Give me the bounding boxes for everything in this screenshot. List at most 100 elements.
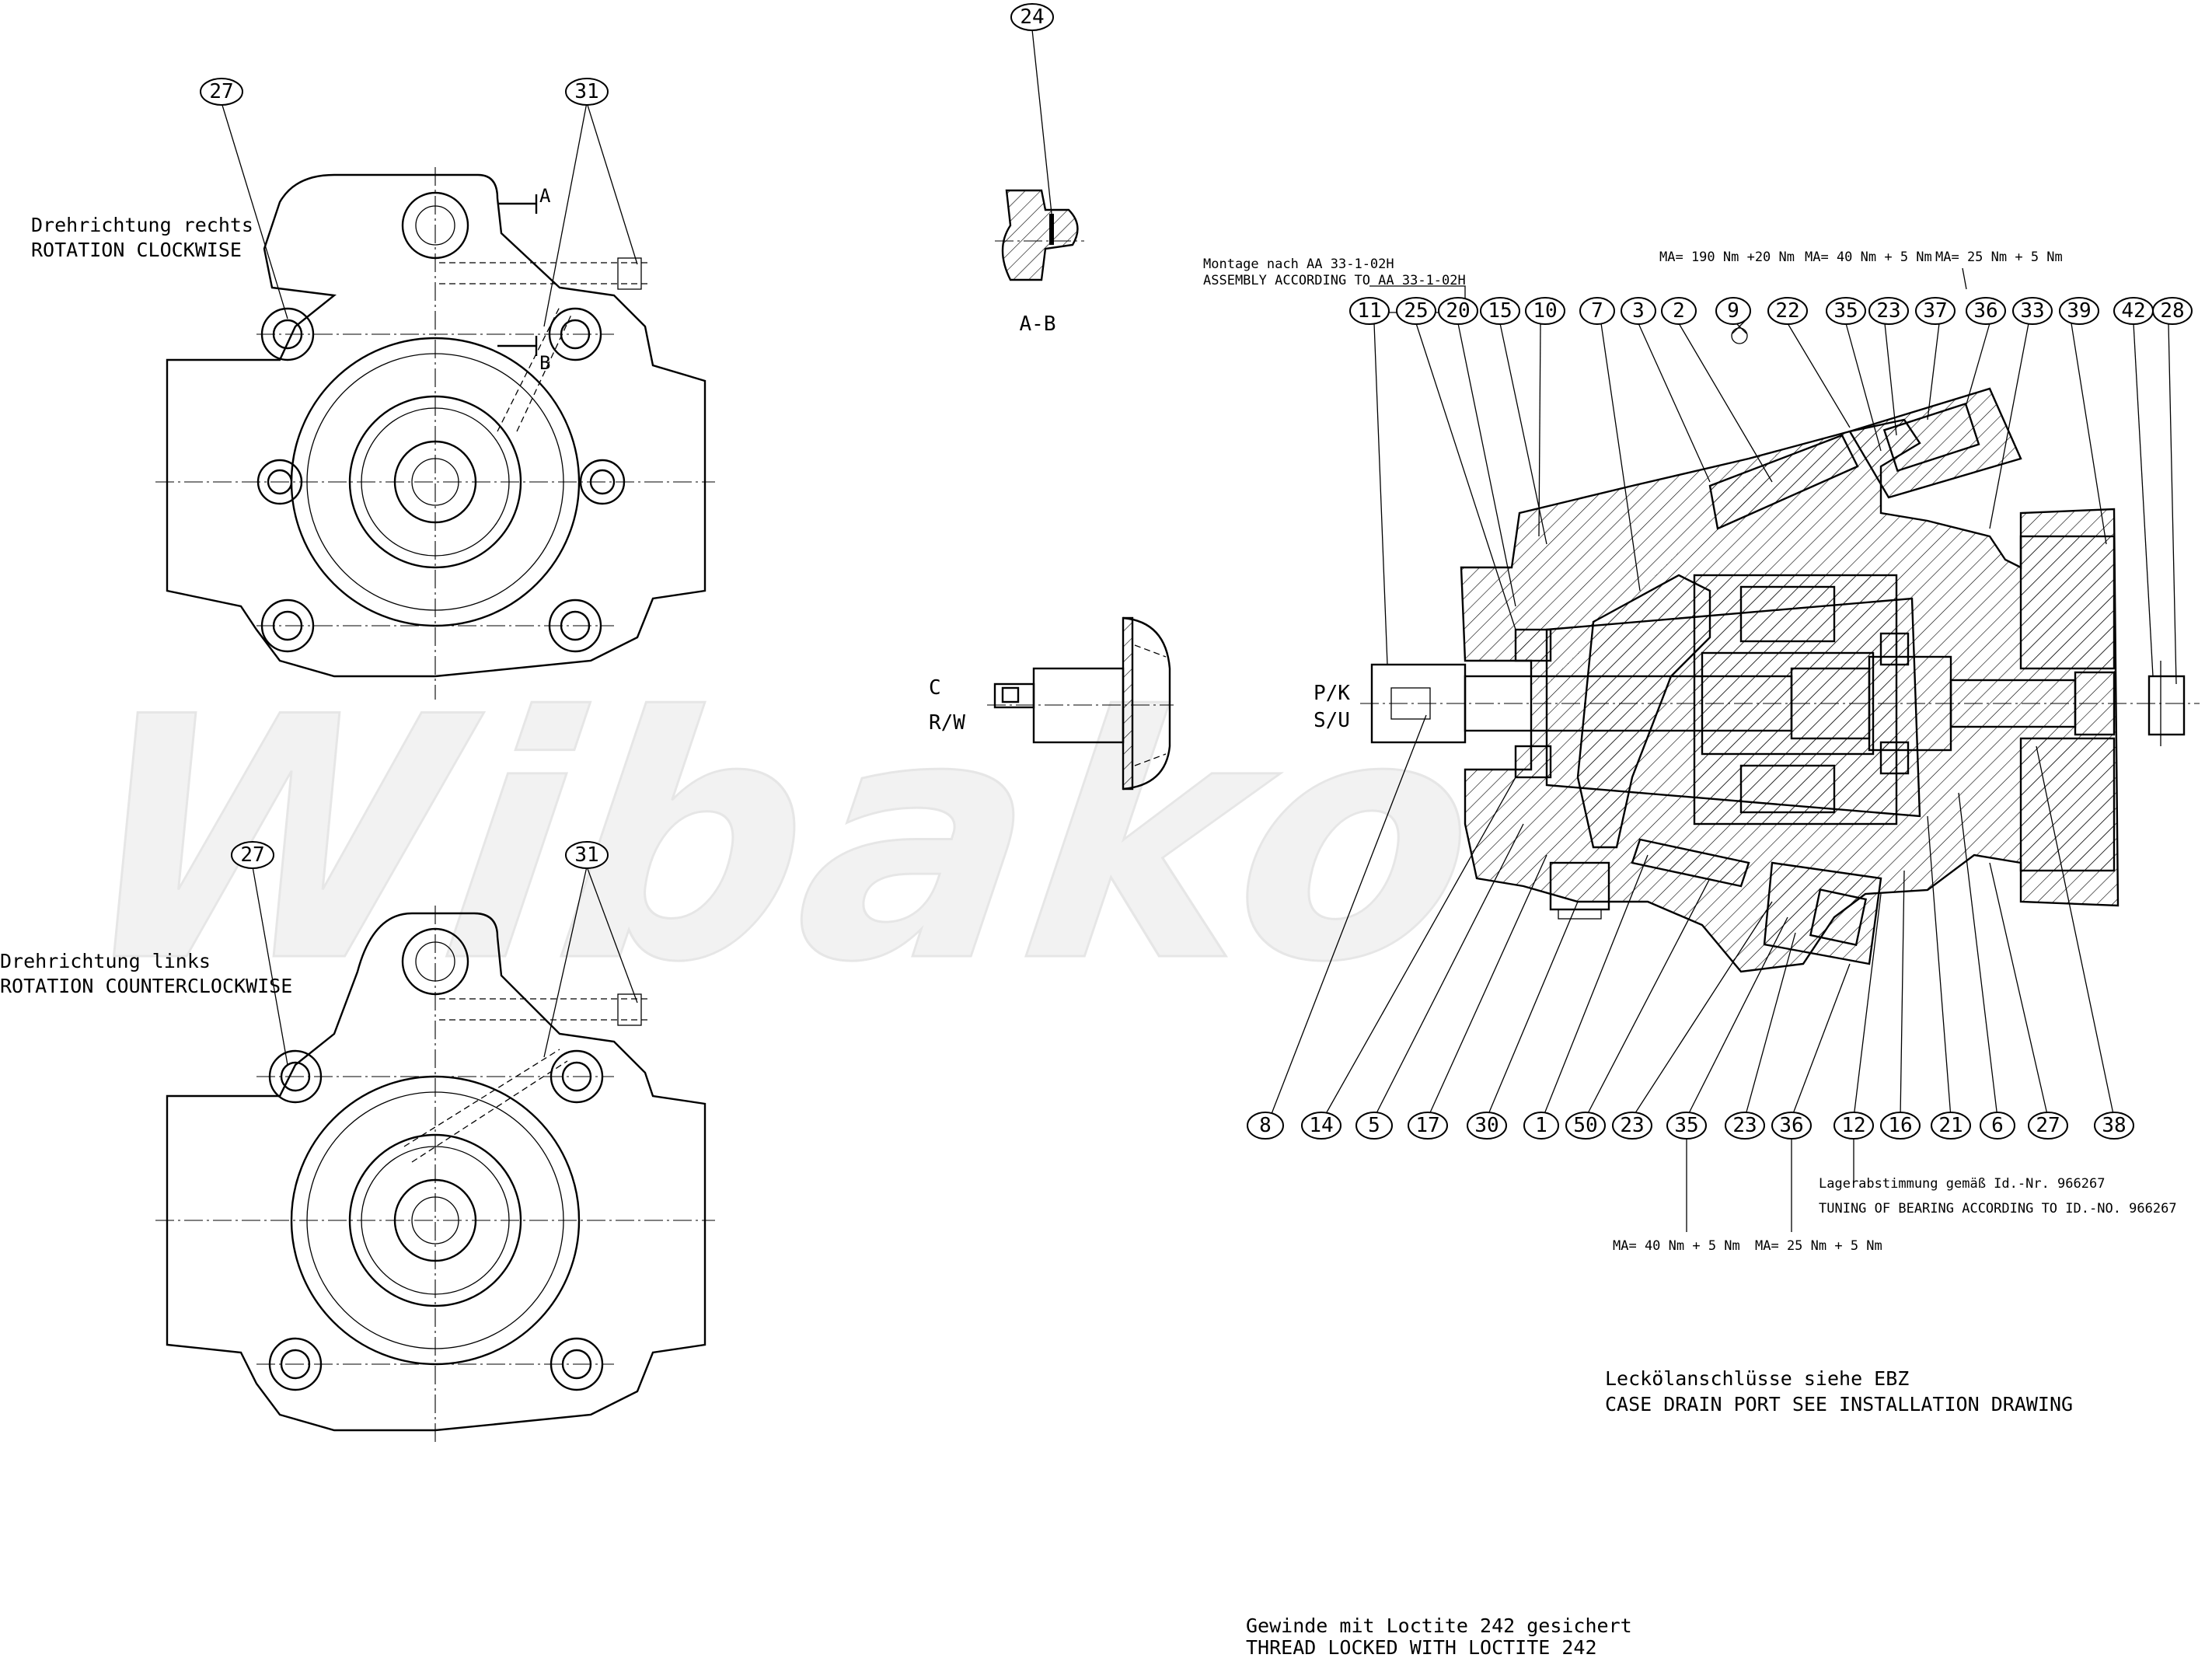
general-notes: Leckölanschlüsse siehe EBZ CASE DRAIN PO…	[1246, 1367, 2073, 1658]
rotation-left-label-en: ROTATION COUNTERCLOCKWISE	[0, 975, 292, 997]
svg-text:36: 36	[1973, 299, 1997, 323]
callout-bottom-1: 1	[1523, 1112, 1559, 1140]
svg-text:14: 14	[1309, 1114, 1333, 1137]
callout-27: 27	[200, 78, 243, 106]
svg-text:36: 36	[1779, 1114, 1803, 1137]
callout-top-42: 42	[2113, 297, 2154, 325]
section-mark-a: A	[539, 185, 551, 207]
callout-bottom-17: 17	[1408, 1112, 1448, 1140]
callout-bottom-21: 21	[1931, 1112, 1971, 1140]
torque-top-1: MA= 190 Nm +20 Nm	[1659, 250, 1795, 265]
svg-text:35: 35	[1674, 1114, 1698, 1137]
callout-top-37: 37	[1915, 297, 1956, 325]
callout-bottom-30: 30	[1467, 1112, 1507, 1140]
svg-text:7: 7	[1591, 299, 1603, 323]
svg-text:31: 31	[574, 80, 598, 103]
callout-top-3: 3	[1621, 297, 1656, 325]
callout-bottom-27: 27	[2028, 1112, 2068, 1140]
callout-top-25: 25	[1396, 297, 1436, 325]
callout-top-23: 23	[1868, 297, 1909, 325]
callout-bottom-50: 50	[1565, 1112, 1606, 1140]
svg-text:30: 30	[1474, 1114, 1499, 1137]
callout-top-9: 9	[1715, 297, 1751, 325]
svg-text:28: 28	[2160, 299, 2184, 323]
shaft-label-c: C	[929, 676, 941, 700]
front-view-rotation-right: A B Drehrichtung rechts ROTATION CLOCKWI…	[31, 78, 715, 700]
callout-top-39: 39	[2059, 297, 2099, 325]
svg-text:3: 3	[1632, 299, 1645, 323]
svg-text:12: 12	[1841, 1114, 1865, 1137]
callout-top-36: 36	[1966, 297, 2006, 325]
svg-text:5: 5	[1368, 1114, 1380, 1137]
svg-text:27: 27	[240, 843, 264, 867]
callout-top-28: 28	[2152, 297, 2193, 325]
front-view-rotation-left: Drehrichtung links ROTATION COUNTERCLOCK…	[0, 841, 715, 1446]
svg-text:23: 23	[1732, 1114, 1757, 1137]
callout-bottom-5: 5	[1355, 1112, 1393, 1140]
rotation-right-label-de: Drehrichtung rechts	[31, 214, 253, 236]
port-label-su: S/U	[1314, 709, 1350, 732]
svg-text:8: 8	[1259, 1114, 1272, 1137]
torque-top-3: MA= 25 Nm + 5 Nm	[1935, 250, 2063, 265]
svg-text:11: 11	[1357, 299, 1381, 323]
svg-text:33: 33	[2020, 299, 2044, 323]
svg-text:31: 31	[574, 843, 598, 867]
bearing-note-de: Lagerabstimmung gemäß Id.-Nr. 966267	[1819, 1176, 2105, 1192]
main-cross-section: Montage nach AA 33-1-02H ASSEMBLY ACCORD…	[1203, 250, 2200, 1254]
thread-note-de: Gewinde mit Loctite 242 gesichert	[1246, 1614, 1632, 1637]
svg-text:22: 22	[1775, 299, 1799, 323]
shaft-label-rw: R/W	[929, 711, 965, 735]
section-mark-b: B	[539, 352, 550, 374]
callout-top-20: 20	[1438, 297, 1478, 325]
watermark: Wibako	[57, 646, 1499, 1035]
torque-bottom-1: MA= 40 Nm + 5 Nm	[1613, 1238, 1740, 1254]
callout-bottom-23: 23	[1612, 1112, 1652, 1140]
rotation-right-label-en: ROTATION CLOCKWISE	[31, 239, 242, 261]
svg-text:50: 50	[1573, 1114, 1597, 1137]
svg-text:15: 15	[1488, 299, 1512, 323]
callout-bottom-6: 6	[1980, 1112, 2015, 1140]
port-label-pk: P/K	[1314, 682, 1350, 705]
callout-24: 24	[1010, 3, 1054, 31]
callout-bottom-12: 12	[1833, 1112, 1874, 1140]
callout-top-10: 10	[1525, 297, 1565, 325]
bearing-note-en: TUNING OF BEARING ACCORDING TO ID.-NO. 9…	[1819, 1201, 2177, 1216]
callout-bottom-8: 8	[1247, 1112, 1284, 1140]
callout-top-7: 7	[1579, 297, 1615, 325]
detail-label-a-b: A-B	[1020, 312, 1056, 336]
torque-bottom-2: MA= 25 Nm + 5 Nm	[1755, 1238, 1882, 1254]
svg-text:39: 39	[2067, 299, 2091, 323]
callout-top-33: 33	[2012, 297, 2053, 325]
svg-text:24: 24	[1020, 5, 1044, 29]
callout-top-15: 15	[1480, 297, 1520, 325]
callout-bottom-16: 16	[1880, 1112, 1921, 1140]
callout-27-left: 27	[231, 841, 274, 869]
callout-bottom-14: 14	[1301, 1112, 1342, 1140]
svg-text:37: 37	[1923, 299, 1947, 323]
rotation-left-label-de: Drehrichtung links	[0, 950, 211, 972]
callout-top-35: 35	[1826, 297, 1866, 325]
thread-note-en: THREAD LOCKED WITH LOCTITE 242	[1246, 1636, 1597, 1658]
assembly-note-de: Montage nach AA 33-1-02H	[1203, 257, 1394, 272]
callout-top-22: 22	[1767, 297, 1808, 325]
svg-text:35: 35	[1833, 299, 1858, 323]
svg-text:6: 6	[1991, 1114, 2004, 1137]
drain-note-en: CASE DRAIN PORT SEE INSTALLATION DRAWING	[1605, 1393, 2073, 1415]
callout-bottom-38: 38	[2094, 1112, 2134, 1140]
callout-31-left: 31	[565, 841, 609, 869]
svg-text:42: 42	[2121, 299, 2145, 323]
drain-note-de: Leckölanschlüsse siehe EBZ	[1605, 1367, 1909, 1390]
callout-bottom-35: 35	[1666, 1112, 1707, 1140]
callout-31: 31	[565, 78, 609, 106]
callout-bottom-23b: 23	[1725, 1112, 1765, 1140]
svg-text:20: 20	[1446, 299, 1470, 323]
svg-text:27: 27	[2036, 1114, 2060, 1137]
svg-text:17: 17	[1415, 1114, 1439, 1137]
shaft-end-detail: C R/W	[929, 616, 1174, 791]
svg-text:1: 1	[1535, 1114, 1547, 1137]
svg-text:10: 10	[1533, 299, 1557, 323]
svg-text:23: 23	[1876, 299, 1900, 323]
svg-text:21: 21	[1938, 1114, 1963, 1137]
torque-top-2: MA= 40 Nm + 5 Nm	[1805, 250, 1932, 265]
callout-top-11: 11	[1349, 297, 1390, 325]
